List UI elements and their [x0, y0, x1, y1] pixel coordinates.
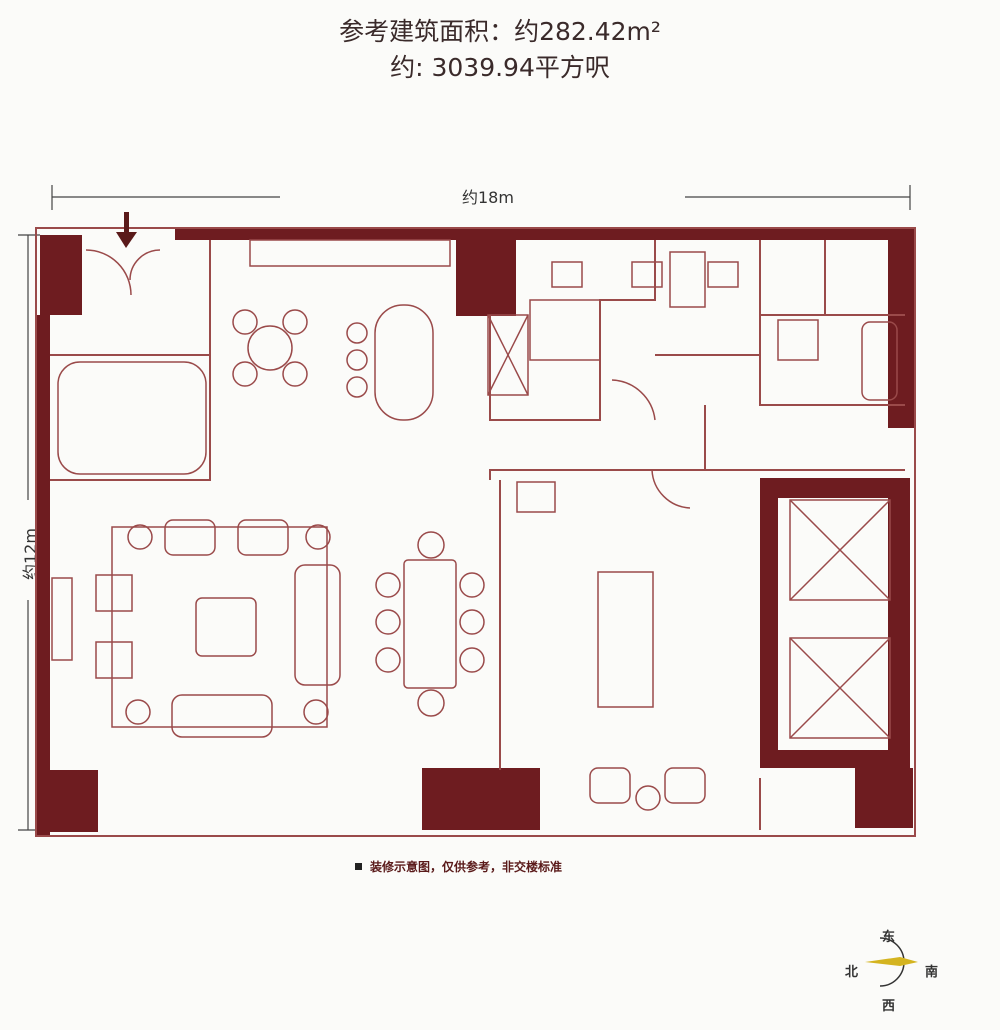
width-dimension	[51, 185, 911, 210]
interior-walls	[35, 227, 916, 837]
compass-north: 北	[845, 965, 858, 980]
entrance-arrow-icon	[116, 212, 137, 248]
furniture	[51, 239, 898, 811]
compass: 东 北 南 西	[845, 929, 938, 1014]
disclaimer-note: 装修示意图，仅供参考，非交楼标准	[355, 858, 562, 875]
width-label: 约18m	[462, 188, 514, 207]
area-title: 参考建筑面积：约282.42m²	[339, 17, 661, 46]
compass-south: 南	[925, 964, 938, 980]
compass-west: 西	[882, 999, 895, 1014]
area-sqft: 约: 3039.94平方呎	[390, 53, 610, 82]
walls	[36, 228, 915, 835]
compass-east: 东	[882, 929, 895, 945]
